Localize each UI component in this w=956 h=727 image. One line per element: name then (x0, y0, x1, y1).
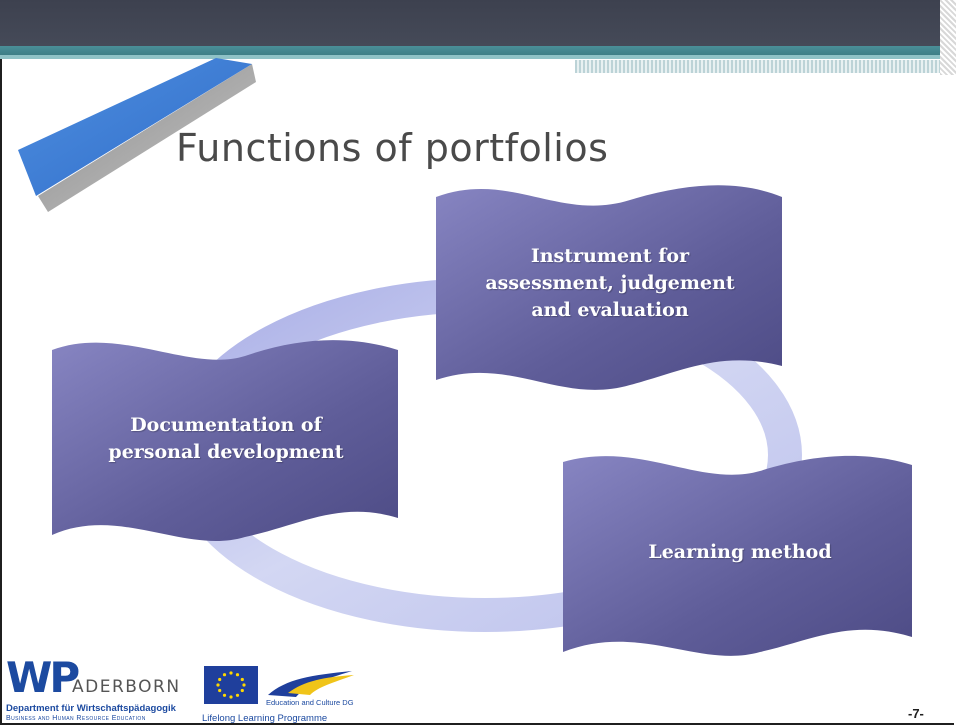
box-documentation-label: Documentation of personal development (58, 412, 394, 466)
header-accent-stripe (0, 46, 940, 55)
eu-dg-label: Education and Culture DG (266, 698, 354, 707)
wp-name: ADERBORN (72, 677, 181, 697)
box-learning-method (563, 455, 912, 656)
department-name: Department für Wirtschaftspädagogik (6, 703, 176, 714)
cor-vet-banner (18, 58, 256, 212)
box-assessment-line-1: Instrument for (530, 245, 690, 267)
department-subtitle: Business and Human Resource Education (6, 715, 146, 722)
box-assessment-label: Instrument for assessment, judgement and… (445, 243, 775, 324)
box-documentation-line-2: personal development (108, 441, 344, 463)
corner-pattern (940, 0, 956, 75)
box-assessment-line-2: assessment, judgement (485, 272, 735, 294)
page-number: -7- (908, 706, 924, 721)
box-documentation-line-1: Documentation of (130, 414, 322, 436)
eu-flag-icon (204, 666, 258, 704)
header-light-stripe (0, 55, 940, 59)
footer-logos: WP ADERBORN Department für Wirtschaftspä… (0, 655, 380, 727)
llp-swoosh-icon (268, 671, 354, 697)
header-bar (0, 0, 956, 46)
header-dotted-band (575, 60, 940, 73)
box-assessment-line-3: and evaluation (531, 299, 689, 321)
box-learning-method-line-1: Learning method (648, 541, 832, 563)
slide-title: Functions of portfolios (176, 126, 609, 170)
wp-logo: WP (6, 653, 80, 702)
box-learning-method-label: Learning method (575, 539, 905, 566)
programme-label: Lifelong Learning Programme (202, 713, 328, 724)
box-documentation (52, 340, 398, 542)
box-assessment (436, 185, 782, 390)
